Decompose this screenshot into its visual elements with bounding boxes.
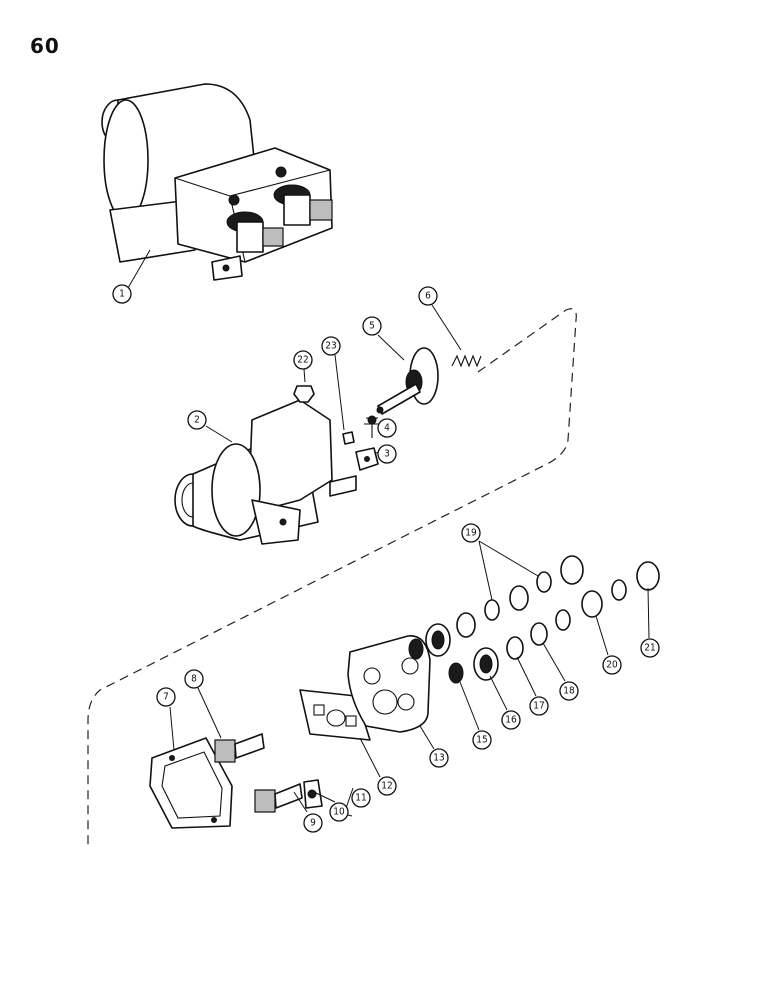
callout-label: 23 bbox=[325, 341, 336, 352]
callout-label: 8 bbox=[191, 674, 197, 685]
callout-12: 12 bbox=[377, 776, 397, 796]
callout-20: 20 bbox=[602, 655, 622, 675]
callout-19: 19 bbox=[461, 523, 481, 543]
callout-label: 19 bbox=[465, 528, 477, 539]
small-hardware-illustration bbox=[293, 385, 380, 471]
callout-label: 2 bbox=[194, 415, 200, 426]
callout-22: 22 bbox=[293, 350, 313, 370]
callout-label: 12 bbox=[381, 781, 392, 792]
callout-15: 15 bbox=[472, 730, 492, 750]
assembly-outline bbox=[87, 308, 577, 848]
washer-and-nut-illustrations bbox=[408, 555, 660, 684]
leader-lines bbox=[127, 249, 650, 815]
callout-4: 4 bbox=[377, 418, 397, 438]
callout-label: 22 bbox=[297, 355, 308, 366]
callout-10: 10 bbox=[329, 802, 349, 822]
callout-label: 9 bbox=[310, 818, 316, 829]
callout-label: 17 bbox=[533, 701, 544, 712]
callout-9: 9 bbox=[303, 813, 323, 833]
callout-label: 21 bbox=[644, 643, 655, 654]
page-number: 60 bbox=[30, 34, 60, 58]
callout-label: 18 bbox=[563, 686, 575, 697]
callout-label: 10 bbox=[333, 807, 345, 818]
callout-label: 13 bbox=[433, 753, 444, 764]
callout-16: 16 bbox=[501, 710, 521, 730]
callout-label: 7 bbox=[163, 692, 169, 703]
callout-label: 1 bbox=[119, 289, 125, 300]
callout-label: 20 bbox=[606, 660, 618, 671]
assembled-solenoid-illustration bbox=[101, 83, 333, 281]
callout-label: 4 bbox=[384, 423, 390, 434]
callout-11: 11 bbox=[351, 788, 371, 808]
callout-7: 7 bbox=[156, 687, 176, 707]
callout-label: 6 bbox=[425, 291, 431, 302]
callout-21: 21 bbox=[640, 638, 660, 658]
gasket-illustration bbox=[149, 737, 233, 829]
callout-label: 11 bbox=[355, 793, 366, 804]
callout-1: 1 bbox=[112, 284, 132, 304]
callout-3: 3 bbox=[377, 444, 397, 464]
terminal-plate-illustration bbox=[347, 635, 431, 733]
callout-2: 2 bbox=[187, 410, 207, 430]
callout-18: 18 bbox=[559, 681, 579, 701]
callout-8: 8 bbox=[184, 669, 204, 689]
callout-23: 23 bbox=[321, 336, 341, 356]
callout-17: 17 bbox=[529, 696, 549, 716]
callout-label: 3 bbox=[384, 449, 390, 460]
callout-5: 5 bbox=[362, 316, 382, 336]
spring-illustration bbox=[451, 354, 482, 368]
callout-6: 6 bbox=[418, 286, 438, 306]
callout-label: 16 bbox=[505, 715, 517, 726]
callout-13: 13 bbox=[429, 748, 449, 768]
solenoid-housing-illustration bbox=[174, 399, 357, 545]
callout-label: 5 bbox=[369, 321, 375, 332]
plunger-illustration bbox=[376, 347, 439, 415]
callout-label: 15 bbox=[476, 735, 487, 746]
terminal-bolt-illustrations bbox=[214, 733, 303, 813]
